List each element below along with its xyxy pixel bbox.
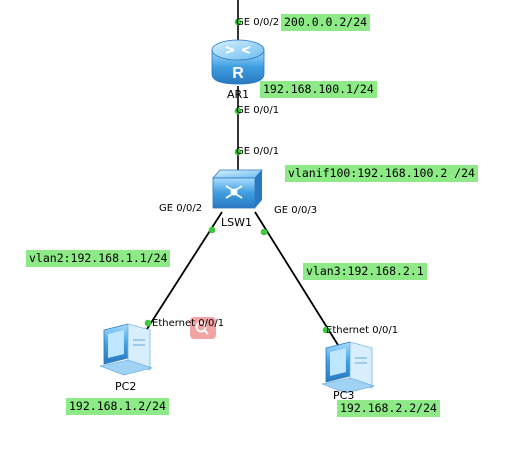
port-dot <box>208 226 216 234</box>
port-dot <box>234 107 242 115</box>
port-label-pc2-eth: Ethernet 0/0/1 <box>152 318 225 329</box>
address-tag-ar1-down: 192.168.100.1/24 <box>260 81 377 98</box>
port-label-lsw1-up: GE 0/0/1 <box>236 146 280 157</box>
device-name-pc2: PC2 <box>115 380 137 393</box>
svg-text:R: R <box>232 65 244 82</box>
switch-icon[interactable] <box>212 169 263 209</box>
port-dot <box>322 326 330 334</box>
port-dot <box>234 18 242 26</box>
device-name-lsw1: LSW1 <box>221 216 252 229</box>
port-label-ar1-down: GE 0/0/1 <box>236 105 280 116</box>
address-tag-vlanif100: vlanif100:192.168.100.2 /24 <box>285 165 478 182</box>
port-dot <box>234 148 242 156</box>
link-lsw1-pc3[interactable] <box>254 211 339 346</box>
router-icon[interactable]: R <box>211 39 265 85</box>
link-lsw1-pc2[interactable] <box>139 211 223 341</box>
address-tag-pc2: 192.168.1.2/24 <box>66 398 169 415</box>
port-label-lsw1-right: GE 0/0/3 <box>274 205 318 216</box>
address-tag-ar1-up: 200.0.0.2/24 <box>281 14 371 31</box>
address-tag-pc3: 192.168.2.2/24 <box>337 400 440 417</box>
pc2-icon[interactable] <box>98 323 154 376</box>
port-dot <box>260 228 268 236</box>
port-label-lsw1-left: GE 0/0/2 <box>159 203 203 214</box>
device-name-ar1: AR1 <box>227 88 250 101</box>
device-name-pc3: PC3 <box>333 389 355 402</box>
port-label-pc3-eth: Ethernet 0/0/1 <box>326 325 399 336</box>
pc3-icon[interactable] <box>320 341 376 394</box>
port-label-ar1-up: GE 0/0/2 <box>236 17 280 28</box>
alert-icon[interactable] <box>190 317 216 339</box>
address-tag-vlan3: vlan3:192.168.2.1 <box>303 263 427 280</box>
address-tag-vlan2: vlan2:192.168.1.1/24 <box>26 250 171 267</box>
port-dot <box>144 319 152 327</box>
